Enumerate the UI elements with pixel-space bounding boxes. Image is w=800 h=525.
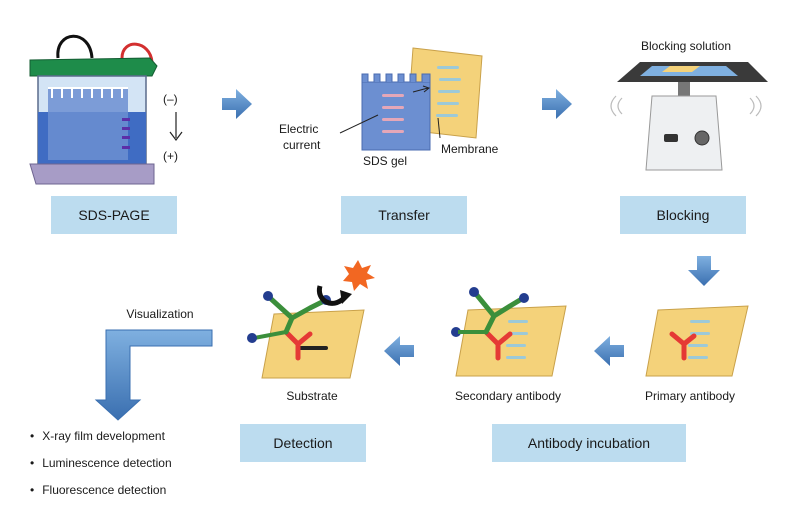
secondary-antibody-illustration (451, 287, 567, 377)
plus-label: (+) (163, 149, 178, 163)
electric-label: Electric (279, 122, 318, 136)
substrate-illustration (247, 260, 375, 379)
visualization-arrow (94, 329, 213, 421)
stage-transfer: Transfer (378, 207, 430, 223)
flow-arrow-1 (222, 89, 252, 119)
flow-arrow-3 (688, 256, 720, 286)
stage-sds-page: SDS-PAGE (78, 207, 149, 223)
stage-blocking-box (620, 196, 746, 234)
current-label: current (283, 138, 321, 152)
transfer-illustration (339, 47, 483, 151)
stage-transfer-box (341, 196, 467, 234)
flow-arrow-5 (384, 336, 414, 366)
blocking-solution-label: Blocking solution (641, 39, 731, 53)
stage-detection-box (240, 424, 366, 462)
visualization-methods-list: X-ray film development Luminescence dete… (30, 428, 172, 509)
stage-sds-page-box (51, 196, 177, 234)
primary-antibody-label: Primary antibody (645, 389, 735, 403)
current-direction-arrow (169, 112, 183, 141)
sds-page-apparatus (29, 34, 158, 185)
substrate-label: Substrate (286, 389, 338, 403)
shaker-illustration (610, 62, 768, 171)
stage-blocking: Blocking (657, 207, 710, 223)
visualization-label: Visualization (126, 307, 193, 321)
stage-detection: Detection (273, 435, 332, 451)
primary-antibody-illustration (645, 305, 749, 377)
flow-arrow-2 (542, 89, 572, 119)
sds-gel-label: SDS gel (363, 154, 407, 168)
list-item: Fluorescence detection (30, 482, 172, 509)
membrane-label: Membrane (441, 142, 499, 156)
stage-antibody-incubation: Antibody incubation (528, 435, 650, 451)
flow-arrow-4 (594, 336, 624, 366)
list-item: X-ray film development (30, 428, 172, 455)
secondary-antibody-label: Secondary antibody (455, 389, 561, 403)
minus-label: (–) (163, 92, 178, 106)
stage-antibody-incubation-box (492, 424, 686, 462)
list-item: Luminescence detection (30, 455, 171, 482)
